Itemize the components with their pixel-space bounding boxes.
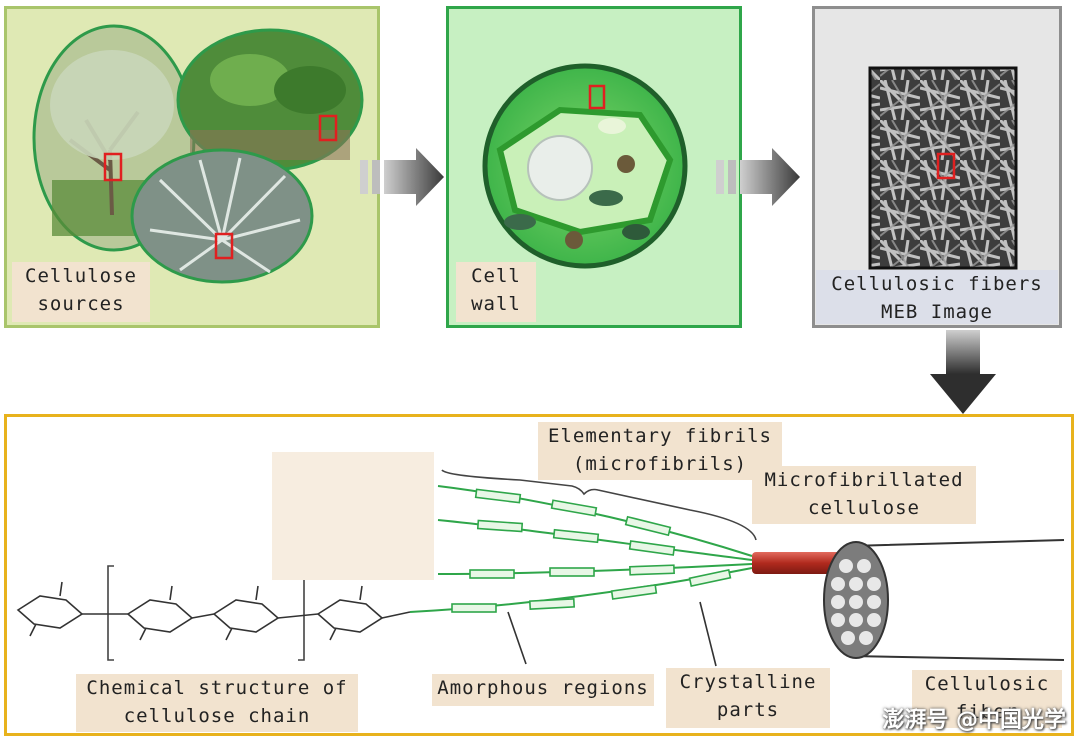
crystalline-parts-label: Crystalline parts (666, 668, 830, 728)
agave-photo (130, 148, 314, 284)
microfibrillated-rod (752, 552, 844, 574)
tree-marker (103, 152, 123, 182)
crystalline-segments (451, 488, 732, 613)
sem-fiber-image (868, 66, 1018, 270)
amorphous-pointer (507, 611, 527, 665)
fibril-brace (441, 469, 757, 541)
beet-marker (318, 114, 338, 142)
cellulosic-fiber-label: Cellulosic fiber (912, 670, 1062, 728)
repeat-unit-bracket-left (107, 565, 114, 661)
glucose-ring-1 (16, 581, 84, 637)
arrow-right-icon (360, 148, 444, 206)
cellulose-sources-label: Cellulose sources (12, 262, 150, 322)
chemical-structure-label: Chemical structure of cellulose chain (76, 674, 358, 732)
cellulosic-fibers-label: Cellulosic fibers MEB Image (816, 270, 1058, 324)
blank-label-area (272, 452, 434, 580)
cellulosic-fiber-cylinder (823, 539, 1065, 661)
glucose-ring-4 (82, 585, 411, 641)
agave-marker (214, 232, 234, 260)
glucose-ring-3 (212, 585, 280, 641)
watermark: 澎湃号 @中国光学 (882, 708, 1066, 733)
cell-illustration (482, 63, 688, 269)
beet-leaves-photo (176, 28, 364, 172)
glucose-ring-2 (126, 585, 194, 641)
elementary-fibrils-label: Elementary fibrils (microfibrils) (538, 422, 782, 480)
crystalline-pointer (699, 601, 717, 667)
repeat-unit-bracket-right (298, 565, 305, 661)
arrow-right-icon-2 (716, 148, 800, 206)
cell-wall-label: Cell wall (456, 262, 536, 322)
microfibrillated-label: Microfibrillated cellulose (752, 466, 976, 524)
arrow-down-icon (930, 330, 996, 414)
amorphous-regions-label: Amorphous regions (432, 674, 654, 706)
